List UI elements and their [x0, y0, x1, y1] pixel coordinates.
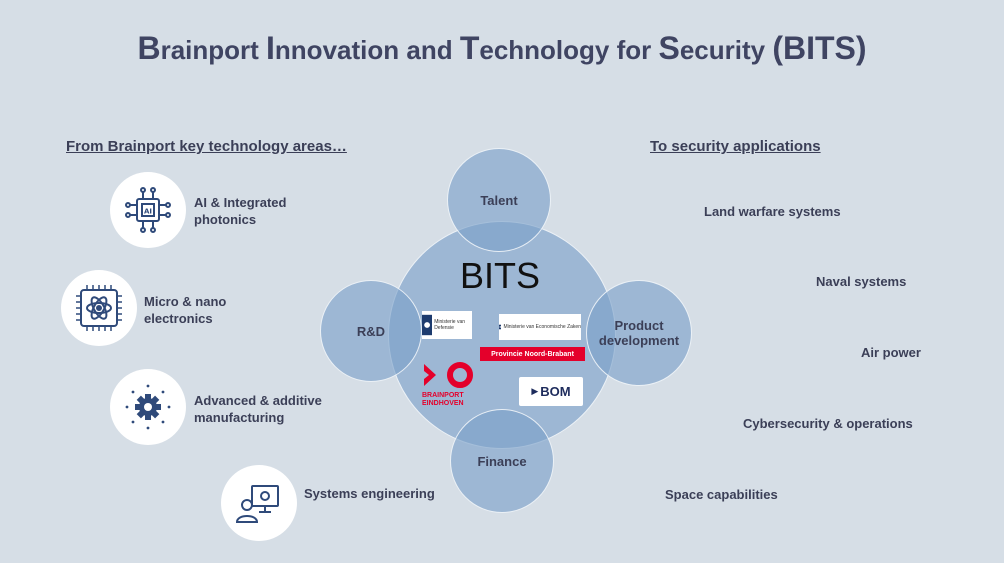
tech-label-systems: Systems engineering	[304, 485, 435, 502]
tech-label-manufacturing-line2: manufacturing	[194, 410, 285, 425]
app-air-power: Air power	[861, 345, 921, 360]
atom-chip-icon	[61, 270, 137, 346]
tech-label-micro-line1: Micro & nano	[144, 294, 227, 309]
ezk-logo: Ministerie van Economische Zaken	[499, 314, 581, 340]
brainport-logo-text: BRAINPORT EINDHOVEN	[422, 392, 464, 408]
product-development-circle: Product development	[586, 280, 692, 386]
bom-arrow-icon: ▶	[531, 386, 539, 396]
brainport-line2: EINDHOVEN	[422, 400, 464, 407]
tech-label-micro-line2: electronics	[144, 311, 213, 326]
tech-label-manufacturing-line1: Advanced & additive	[194, 393, 322, 408]
ai-chip-icon: AI	[110, 172, 186, 248]
product-development-line2: development	[598, 333, 680, 348]
ezk-emblem-icon	[499, 324, 502, 330]
page-title: Brainport Innovation and Technology for …	[0, 30, 1004, 67]
bits-label: BITS	[459, 255, 541, 296]
tech-label-ai-line1: AI & Integrated	[194, 195, 287, 210]
app-land-warfare: Land warfare systems	[704, 204, 841, 219]
title-rest-s: ecurity	[679, 35, 773, 65]
product-development-line1: Product	[614, 318, 664, 333]
defensie-logo: Ministerie van Defensie	[422, 311, 472, 339]
bom-logo-text: BOM	[540, 384, 571, 399]
title-initial-s: S	[658, 30, 680, 66]
title-initial-i: I	[266, 30, 275, 66]
app-naval: Naval systems	[816, 274, 907, 289]
finance-circle: Finance	[450, 409, 554, 513]
left-heading: From Brainport key technology areas…	[66, 138, 347, 155]
title-initial-b: B	[137, 30, 161, 66]
brainport-logo: BRAINPORT EINDHOVEN	[422, 360, 484, 412]
title-rest-b: rainport	[160, 35, 267, 65]
talent-circle: Talent	[447, 148, 551, 252]
finance-label: Finance	[477, 453, 527, 469]
defensie-emblem-icon	[422, 314, 433, 336]
app-cybersecurity: Cybersecurity & operations	[743, 416, 913, 431]
engineer-monitor-icon	[221, 465, 297, 541]
product-development-label: Product development	[599, 318, 679, 348]
title-rest-t: echnology for	[479, 35, 659, 65]
right-heading: To security applications	[650, 138, 821, 155]
tech-label-systems-line1: Systems engineering	[304, 486, 435, 501]
bom-logo: ▶ BOM	[519, 377, 583, 406]
tech-label-micro: Micro & nano electronics	[144, 293, 226, 327]
title-initial-t: T	[459, 30, 480, 66]
talent-label: Talent	[480, 192, 518, 208]
tech-label-manufacturing: Advanced & additive manufacturing	[194, 392, 322, 426]
ezk-logo-text: Ministerie van Economische Zaken	[503, 324, 581, 330]
gear-icon	[110, 369, 186, 445]
title-acronym: (BITS)	[772, 30, 867, 66]
defensie-logo-text: Ministerie van Defensie	[434, 319, 466, 331]
brainport-line1: BRAINPORT	[422, 392, 464, 399]
rd-circle: R&D	[320, 280, 422, 382]
title-rest-i: nnovation and	[274, 35, 460, 65]
svg-text:AI: AI	[144, 208, 152, 216]
provincie-logo: Provincie Noord-Brabant	[480, 347, 585, 361]
brainport-mark-icon	[424, 362, 473, 388]
app-space: Space capabilities	[665, 487, 778, 502]
tech-label-ai: AI & Integrated photonics	[194, 194, 286, 228]
tech-label-ai-line2: photonics	[194, 212, 257, 227]
rd-label: R&D	[356, 323, 386, 339]
